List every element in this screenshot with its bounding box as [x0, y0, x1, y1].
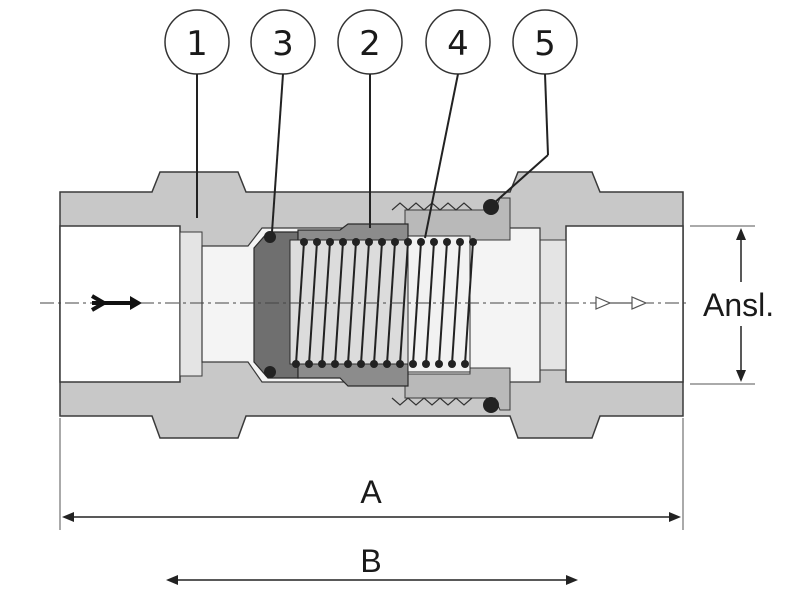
spring-coil-end — [365, 238, 373, 246]
dimension-b: B — [166, 543, 578, 585]
spring-coil-end — [378, 238, 386, 246]
spring-coil-end — [352, 238, 360, 246]
spring-coil-end — [318, 360, 326, 368]
callout-5-label: 5 — [534, 24, 556, 64]
thread-bottom — [391, 397, 473, 406]
spring-coil — [451, 241, 461, 365]
spring-coil-end — [344, 360, 352, 368]
spring-coil-end — [417, 238, 425, 246]
dimension-ansl: Ansl. — [690, 225, 796, 385]
spring-coil-end — [331, 360, 339, 368]
callout-4-label: 4 — [447, 24, 469, 64]
callout-3: 3 — [250, 9, 316, 233]
callout-3-label: 3 — [272, 24, 294, 64]
spring-coil — [308, 241, 318, 365]
callout-1: 1 — [164, 9, 230, 218]
spring-coil-end — [292, 360, 300, 368]
right-bore-shade — [539, 239, 567, 371]
spring-coil-end — [435, 360, 443, 368]
spring-coil-end — [448, 360, 456, 368]
spring-coil-end — [370, 360, 378, 368]
spring-coil-end — [383, 360, 391, 368]
spring-coil-end — [469, 238, 477, 246]
callout-1-label: 1 — [186, 24, 208, 64]
callout-4: 4 — [424, 9, 491, 239]
spring-coil-end — [339, 238, 347, 246]
dimension-a-label: A — [360, 474, 382, 510]
spring-coil-end — [404, 238, 412, 246]
spring-coil-end — [461, 360, 469, 368]
spring-coil-end — [456, 238, 464, 246]
left-bore-shade — [179, 231, 203, 377]
callout-5: 5 — [492, 9, 578, 205]
callout-2-label: 2 — [359, 24, 381, 64]
arrow-solid-icon — [90, 294, 142, 312]
spring-coil-end — [300, 238, 308, 246]
o-ring-seat-top — [264, 231, 276, 243]
o-ring-seat-bottom — [264, 366, 276, 378]
spring-coil-end — [422, 360, 430, 368]
spring-coil — [334, 241, 344, 365]
spring-coil-end — [326, 238, 334, 246]
o-ring-cap-bottom — [483, 397, 499, 413]
right-bore — [565, 225, 684, 383]
spring-coil — [425, 241, 435, 365]
spring-coil-end — [391, 238, 399, 246]
spring-coil-end — [305, 360, 313, 368]
spring-coil-end — [313, 238, 321, 246]
spring-coil-end — [396, 360, 404, 368]
arrow-outline-icon — [595, 296, 648, 310]
dimension-b-label: B — [360, 543, 381, 579]
spring-coil-end — [409, 360, 417, 368]
spring-coil-end — [430, 238, 438, 246]
dimension-ansl-label: Ansl. — [703, 287, 774, 323]
spring-coil-end — [443, 238, 451, 246]
dimension-a: A — [59, 418, 684, 530]
spring-coil-end — [357, 360, 365, 368]
callout-2: 2 — [337, 9, 403, 228]
